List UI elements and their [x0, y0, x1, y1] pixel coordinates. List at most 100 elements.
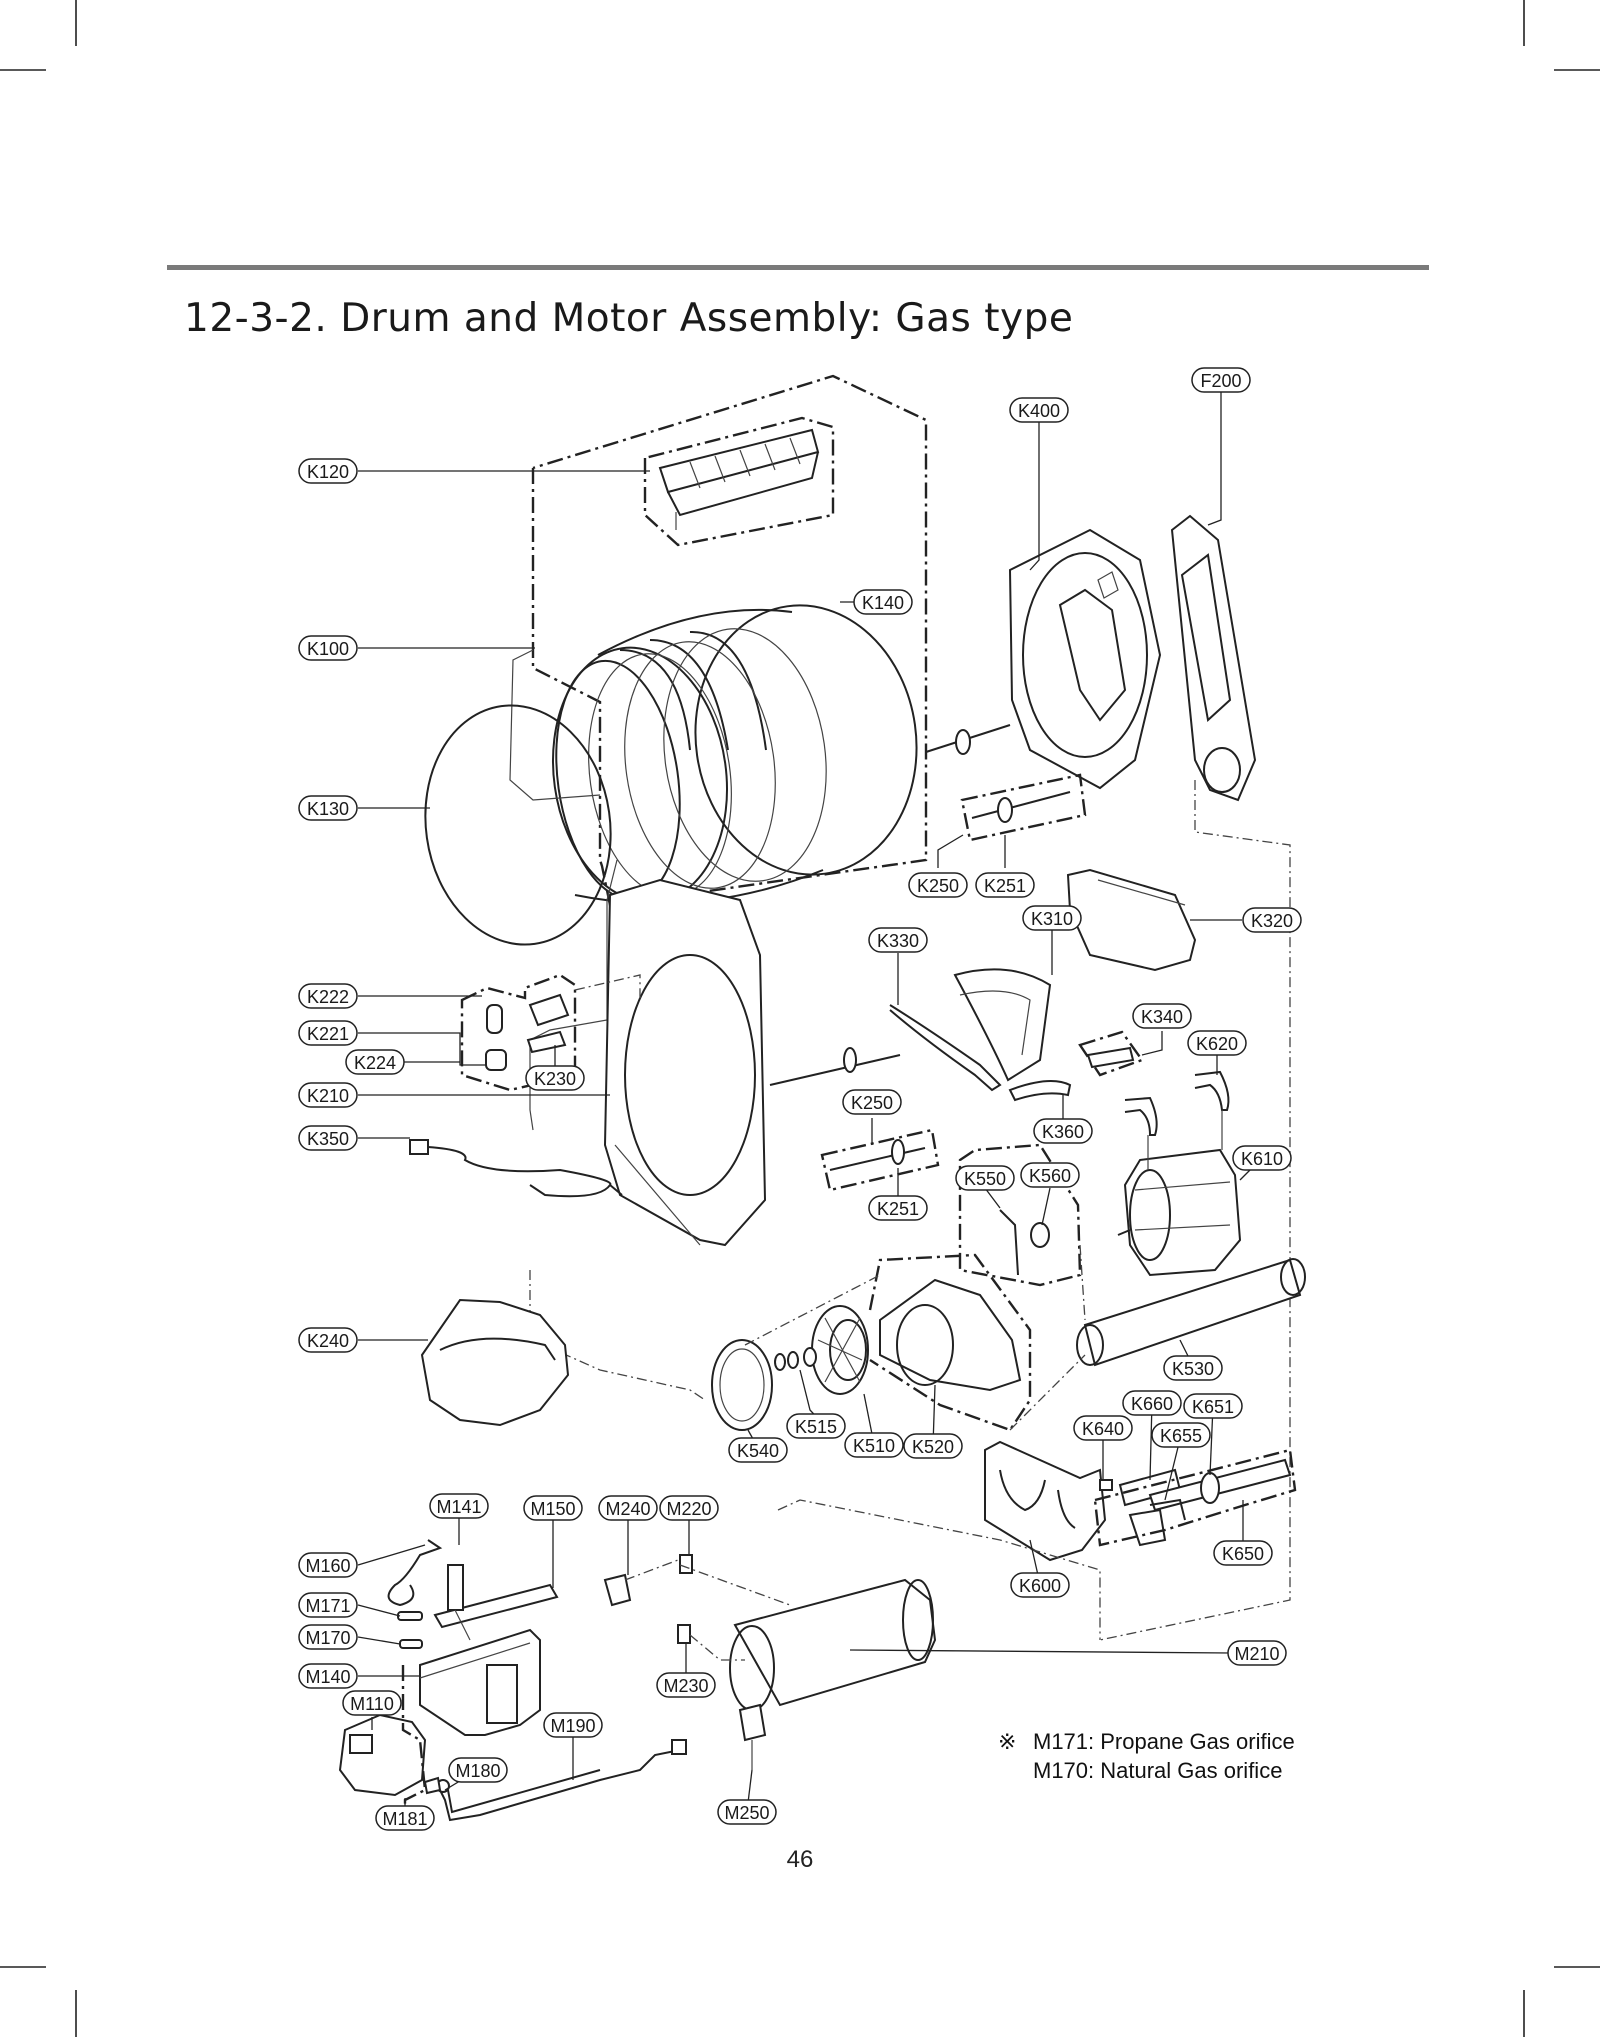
callout-pill	[868, 1195, 928, 1221]
rear-rollers-part	[925, 724, 1087, 842]
gas-valve-part	[338, 1713, 427, 1797]
header-rule	[167, 265, 1429, 270]
footnote-line-natural-gas: M170: Natural Gas orifice	[1033, 1758, 1282, 1783]
callout-label: K251	[984, 876, 1026, 896]
callout-label: K510	[853, 1436, 895, 1456]
callout-k360: K360	[1033, 1118, 1093, 1144]
burner-brackets-part	[603, 1554, 767, 1770]
callout-label: K310	[1031, 909, 1073, 929]
callout-label: M181	[382, 1809, 427, 1829]
callout-m140: M140	[298, 1663, 358, 1689]
callout-label: K250	[917, 876, 959, 896]
leader-lines	[357, 392, 1263, 1818]
callout-pill	[429, 1493, 489, 1519]
callout-label: M240	[605, 1499, 650, 1519]
callout-label: M230	[663, 1676, 708, 1696]
callout-k310: K310	[1022, 905, 1082, 931]
callout-pill	[1183, 1393, 1243, 1419]
callout-m141: M141	[429, 1493, 489, 1519]
callout-label: K360	[1042, 1122, 1084, 1142]
callout-label: K100	[307, 639, 349, 659]
gas-pipe-outline	[447, 1769, 601, 1814]
callout-m171: M171	[298, 1592, 358, 1618]
callout-k251: K251	[975, 872, 1035, 898]
callout-k660: K660	[1122, 1390, 1182, 1416]
callout-k400: K400	[1009, 397, 1069, 423]
callout-label: K251	[877, 1199, 919, 1219]
callout-label: K340	[1141, 1007, 1183, 1027]
callout-m190: M190	[543, 1712, 603, 1738]
callout-k560: K560	[1020, 1162, 1080, 1188]
motor-clamp-guides	[1147, 1110, 1223, 1170]
blower-impeller-part	[811, 1305, 869, 1395]
callout-pill	[1151, 1422, 1211, 1448]
callout-label: K520	[912, 1437, 954, 1457]
callout-label: K330	[877, 931, 919, 951]
support-brace-part	[889, 1004, 1002, 1092]
callout-k250: K250	[842, 1089, 902, 1115]
callout-pill	[298, 1663, 358, 1689]
callout-pill	[298, 1020, 358, 1046]
callout-label: K224	[354, 1053, 396, 1073]
callout-pill	[1232, 1145, 1292, 1171]
callout-pill	[728, 1437, 788, 1463]
callout-pill	[1191, 367, 1251, 393]
callout-k100: K100	[298, 635, 358, 661]
footnote-symbol: ※	[998, 1729, 1016, 1754]
callout-m181: M181	[375, 1805, 435, 1831]
callout-k230: K230	[525, 1065, 585, 1091]
callout-label: K640	[1082, 1419, 1124, 1439]
callout-pill	[903, 1433, 963, 1459]
callout-pill	[523, 1495, 583, 1521]
callout-pill	[298, 1082, 358, 1108]
lifter-group-boundary	[643, 416, 835, 547]
seal-ring-part	[711, 1339, 773, 1431]
callout-pill	[298, 635, 358, 661]
callout-label: M170	[305, 1628, 350, 1648]
drum-belt-part	[424, 704, 612, 946]
callout-k520: K520	[903, 1433, 963, 1459]
lint-filter-part	[1066, 868, 1197, 972]
callout-pill	[786, 1413, 846, 1439]
flame-sensor-part	[387, 1539, 443, 1607]
callout-label: M141	[436, 1497, 481, 1517]
callout-pill	[298, 795, 358, 821]
lamp-group-boundary	[460, 973, 577, 1092]
callout-label: M180	[455, 1761, 500, 1781]
motor-clamp-left-part	[1124, 1096, 1158, 1136]
callout-k240: K240	[298, 1327, 358, 1353]
blower-housing-part	[879, 1278, 1022, 1392]
callout-pill	[659, 1495, 719, 1521]
idler-group-boundary	[1093, 1448, 1297, 1547]
duct-guide-line	[777, 1499, 1101, 1640]
filter-switch-part	[1008, 1080, 1072, 1102]
callout-k515: K515	[786, 1413, 846, 1439]
callout-pill	[975, 872, 1035, 898]
motor-mount-part	[984, 1440, 1107, 1562]
callout-k120: K120	[298, 458, 358, 484]
front-rollers-part	[769, 1047, 940, 1192]
callout-pill	[868, 927, 928, 953]
callout-m150: M150	[523, 1495, 583, 1521]
callout-label: K140	[862, 593, 904, 613]
callout-k610: K610	[1232, 1145, 1292, 1171]
callout-pill	[345, 1049, 405, 1075]
callout-k640: K640	[1073, 1415, 1133, 1441]
drum-part	[551, 604, 918, 905]
front-bulkhead-part	[603, 878, 767, 1247]
callout-label: M250	[724, 1803, 769, 1823]
callout-k320: K320	[1242, 907, 1302, 933]
callout-k130: K130	[298, 795, 358, 821]
motor-part	[1117, 1148, 1242, 1277]
rear-guide-line	[1099, 780, 1291, 1641]
callout-pill	[1022, 905, 1082, 931]
callout-k650: K650	[1213, 1540, 1273, 1566]
impeller-washers-part	[774, 1347, 817, 1371]
callout-pill	[842, 1089, 902, 1115]
callout-pill	[1010, 1572, 1070, 1598]
callout-pill	[908, 872, 968, 898]
callout-label: M171	[305, 1596, 350, 1616]
callout-m240: M240	[598, 1495, 658, 1521]
callout-k251: K251	[868, 1195, 928, 1221]
callout-k620: K620	[1187, 1030, 1247, 1056]
